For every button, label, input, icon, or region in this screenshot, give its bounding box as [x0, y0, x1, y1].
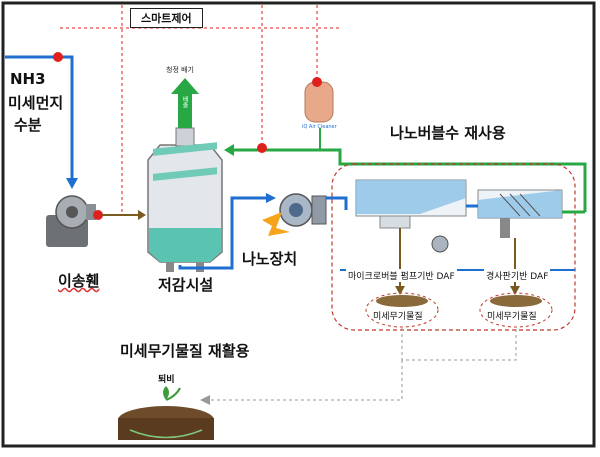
nh3-label: NH3: [10, 70, 46, 88]
inorganic-ellipse-1: [365, 292, 439, 328]
blower-fan-icon: [46, 195, 103, 247]
nano-device-label: 나노장치: [242, 248, 298, 269]
blower-label: 이송휀: [58, 272, 100, 290]
clean-exhaust-label: 청정 배기: [166, 66, 194, 74]
daf-boundary: [331, 163, 576, 331]
recycle-to-compost-arrow: [200, 395, 210, 405]
reduction-tower-icon: [147, 127, 223, 272]
inorganic-label-1: 미세무기물질: [373, 312, 423, 322]
tower-outlet-arrow: [266, 193, 276, 203]
air-cleaner-label: iQ Air Cleaner: [302, 124, 337, 130]
exhaust-arrow-head: [171, 78, 199, 94]
inclined-daf-label: 경사판기반 DAF: [484, 269, 551, 282]
micro-daf-label: 마이크로버블 펌프기반 DAF: [346, 269, 457, 282]
nanobubble-reuse-label: 나노버블수 재사용: [390, 124, 506, 142]
micro-daf-tank-icon: [355, 179, 467, 253]
emission-label: 배출: [181, 96, 188, 108]
nano-device-icon: [262, 193, 327, 236]
tower-outlet-pipe: [178, 196, 268, 270]
sludge-pile-2: [490, 295, 542, 307]
exhaust-arrow-body: [178, 92, 192, 128]
nano-to-daf-pipe: [326, 196, 348, 210]
outer-frame: [1, 1, 596, 448]
inlet-arrow: [66, 178, 78, 189]
smart-control-label: 스마트제어: [130, 8, 203, 28]
moisture-label: 수분: [14, 116, 42, 134]
compost-label: 퇴비: [158, 375, 175, 385]
sensor-inlet: [53, 52, 63, 62]
sludge-pile-1: [376, 295, 428, 307]
sludge-arrow-2: [510, 286, 520, 295]
recycle-pipe: [232, 148, 587, 212]
recycle-title-label: 미세무기물질 재활용: [120, 342, 250, 360]
blower-to-tower-arrow: [138, 210, 146, 220]
reduction-facility-label: 저감시설: [158, 276, 214, 294]
air-cleaner-icon: [304, 77, 334, 123]
inclined-daf-tank-icon: [477, 189, 563, 238]
sensor-recycle: [257, 143, 267, 153]
inlet-pipe: [5, 55, 74, 180]
recycle-collect-line: [401, 328, 517, 361]
inorganic-ellipse-2: [479, 292, 553, 328]
inorganic-label-2: 미세무기물질: [487, 312, 537, 322]
recycle-arrow: [224, 144, 234, 156]
fine-dust-label: 미세먼지: [8, 94, 64, 112]
compost-icon: [118, 386, 214, 440]
sludge-arrow-1: [395, 286, 405, 295]
recycle-to-compost-line: [208, 360, 403, 401]
